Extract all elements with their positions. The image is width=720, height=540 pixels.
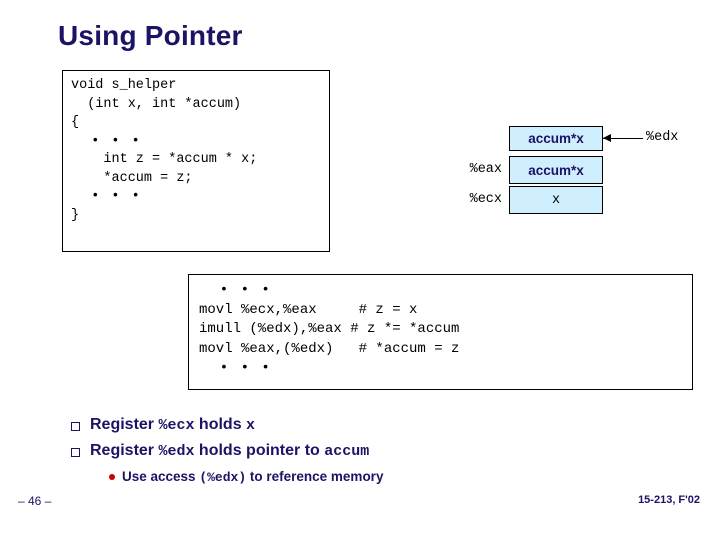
sub-bullet-text: Use access (%edx) to reference memory: [122, 469, 383, 485]
register-label-eax: %eax: [469, 162, 502, 177]
bullet-list: Register %ecx holds x Register %edx hold…: [60, 414, 700, 486]
code-line-3: • • •: [71, 133, 142, 149]
bullet-edx-prefix: Register: [90, 442, 159, 459]
assembly-box: • • • movl %ecx,%eax # z = x imull (%edx…: [188, 274, 693, 390]
register-diagram: accum*x %edx %eax accum*x %ecx x: [440, 126, 690, 238]
asm-line-1: movl %ecx,%eax # z = x: [199, 301, 418, 318]
register-label-edx-pointer: %edx: [646, 130, 679, 145]
bullet-text-edx: Register %edx holds pointer to accum: [90, 440, 369, 463]
register-label-ecx: %ecx: [469, 192, 502, 207]
register-cell-product: accum*x: [509, 126, 603, 151]
register-cell-ecx: x: [509, 186, 603, 214]
bullet-text-ecx: Register %ecx holds x: [90, 414, 255, 437]
page-title: Using Pointer: [58, 20, 243, 51]
bullet-item-ecx: Register %ecx holds x: [60, 414, 700, 437]
sub-bullet-suffix: to reference memory: [246, 469, 384, 484]
code-line-0: void s_helper: [71, 78, 177, 93]
asm-line-4: • • •: [199, 360, 272, 376]
bullet-ecx-mono1: %ecx: [158, 417, 195, 434]
bullet-ecx-mono2: x: [246, 417, 256, 434]
dot-bullet-icon: [102, 468, 122, 486]
slide-number: – 46 –: [18, 494, 52, 508]
bullet-ecx-mid: holds: [194, 416, 247, 433]
bullet-edx-mid: holds pointer to: [194, 442, 325, 459]
asm-line-0: • • •: [199, 282, 272, 298]
square-bullet-icon: [60, 441, 90, 463]
sub-bullet-mono: (%edx): [199, 470, 247, 485]
bullet-item-edx: Register %edx holds pointer to accum: [60, 440, 700, 463]
bullet-edx-mono1: %edx: [158, 443, 195, 460]
c-code-box: void s_helper (int x, int *accum) { • • …: [62, 70, 330, 252]
bullet-edx-mono2: accum: [324, 443, 370, 460]
code-line-2: {: [71, 115, 80, 130]
pointer-arrow-line: [603, 138, 643, 139]
asm-line-2: imull (%edx),%eax # z *= *accum: [199, 321, 460, 337]
bullet-ecx-prefix: Register: [90, 416, 159, 433]
code-line-6: • • •: [71, 189, 142, 204]
sub-bullet-item-access: Use access (%edx) to reference memory: [102, 468, 700, 486]
register-cell-eax: accum*x: [509, 156, 603, 184]
square-bullet-icon: [60, 415, 90, 437]
code-line-5: *accum = z;: [71, 170, 193, 186]
code-line-1: (int x, int *accum): [71, 96, 242, 112]
code-line-8: }: [71, 207, 80, 223]
sub-bullet-prefix: Use access: [122, 469, 200, 484]
code-line-4: int z = *accum * x;: [71, 152, 258, 167]
course-footer: 15-213, F'02: [638, 494, 700, 506]
pointer-arrow-head: [603, 134, 611, 142]
asm-line-3: movl %eax,(%edx) # *accum = z: [199, 340, 460, 357]
